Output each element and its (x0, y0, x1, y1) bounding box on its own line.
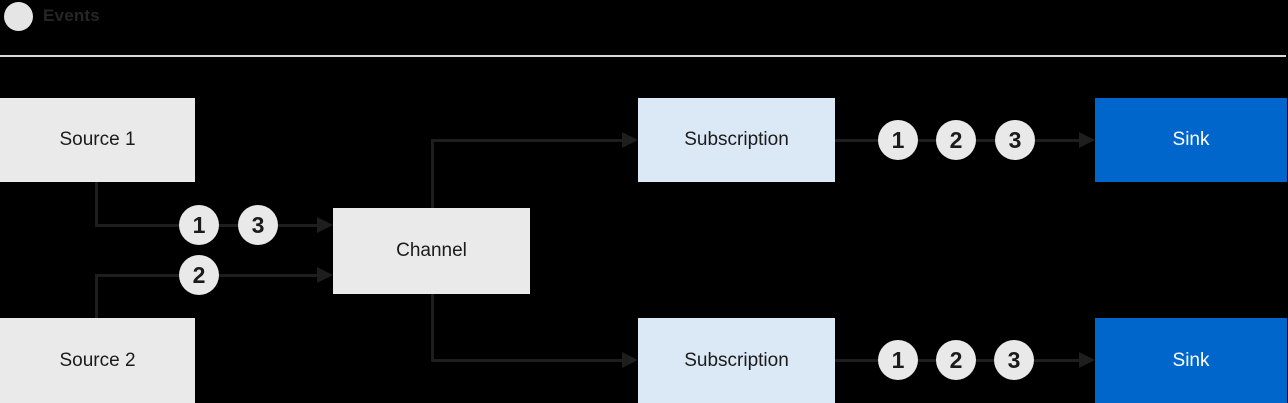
node-source-2: Source 2 (0, 318, 195, 403)
arrowhead-icon (622, 132, 638, 148)
connector-source1-down (95, 182, 98, 226)
node-label: Source 2 (59, 349, 136, 371)
node-subscription-bottom: Subscription (638, 318, 835, 403)
event-marker: 3 (994, 340, 1034, 380)
arrowhead-icon (1079, 352, 1095, 368)
connector-source2-up (95, 274, 98, 318)
node-channel: Channel (333, 208, 530, 294)
node-sink-top: Sink (1095, 98, 1287, 182)
connector-channel-to-subscription-bottom (431, 359, 622, 362)
event-marker: 2 (179, 255, 219, 295)
arrowhead-icon (1079, 132, 1095, 148)
event-marker: 1 (878, 120, 918, 160)
event-marker: 3 (238, 205, 278, 245)
event-marker: 2 (936, 120, 976, 160)
event-circle-icon (4, 2, 33, 31)
event-marker: 1 (878, 340, 918, 380)
legend-label: Events (43, 6, 100, 25)
arrowhead-icon (317, 217, 333, 233)
node-label: Source 1 (59, 129, 136, 150)
node-label: Sink (1172, 129, 1210, 150)
event-marker: 1 (179, 205, 219, 245)
event-marker: 2 (936, 340, 976, 380)
connector-channel-up (431, 139, 434, 208)
connector-channel-to-subscription-top (431, 139, 622, 142)
event-marker: 3 (995, 120, 1035, 160)
node-subscription-top: Subscription (638, 98, 835, 182)
arrowhead-icon (317, 267, 333, 283)
node-label: Subscription (684, 349, 789, 371)
node-label: Subscription (684, 129, 789, 150)
node-sink-bottom: Sink (1095, 318, 1287, 403)
connector-channel-down (431, 294, 434, 360)
arrowhead-icon (622, 352, 638, 368)
node-label: Channel (396, 240, 467, 261)
node-label: Sink (1172, 349, 1210, 371)
node-source-1: Source 1 (0, 98, 195, 182)
separator-line (0, 55, 1286, 57)
